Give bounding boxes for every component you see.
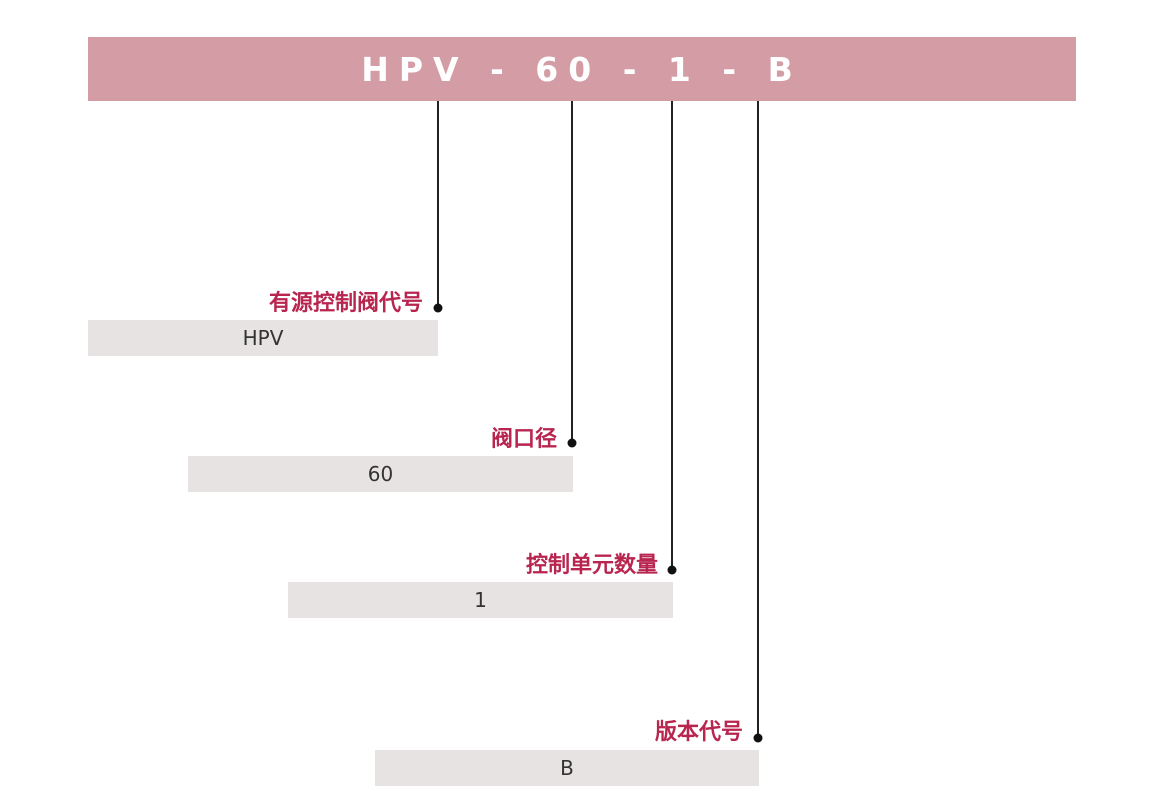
connector-dot-version xyxy=(753,733,763,743)
label-diameter: 阀口径 xyxy=(490,427,557,452)
value-version: B xyxy=(560,756,574,780)
segment-unit-count: 1 xyxy=(667,50,701,89)
model-code: HPV - 60 - 1 - B xyxy=(88,37,1076,101)
value-series-code: HPV xyxy=(242,326,284,350)
label-version: 版本代号 xyxy=(654,720,743,745)
segment-version: B xyxy=(767,50,803,89)
segment-separator: - xyxy=(622,50,647,89)
segment-series-code: HPV xyxy=(361,50,469,89)
value-box-unit-count: 1 xyxy=(288,582,673,618)
segment-diameter: 60 xyxy=(535,50,602,89)
connector-dot-series-code xyxy=(433,303,443,313)
segment-separator: - xyxy=(490,50,514,89)
segment-separator: - xyxy=(722,50,747,89)
value-diameter: 60 xyxy=(367,462,394,486)
label-unit-count: 控制单元数量 xyxy=(525,553,658,578)
value-unit-count: 1 xyxy=(474,588,487,612)
value-box-version: B xyxy=(375,750,759,786)
label-series-code: 有源控制阀代号 xyxy=(268,291,423,316)
connector-dot-diameter xyxy=(567,438,577,448)
value-box-diameter: 60 xyxy=(188,456,573,492)
connector-dot-unit-count xyxy=(667,565,677,575)
value-box-series-code: HPV xyxy=(88,320,438,356)
model-code-header: HPV - 60 - 1 - B xyxy=(88,37,1076,101)
